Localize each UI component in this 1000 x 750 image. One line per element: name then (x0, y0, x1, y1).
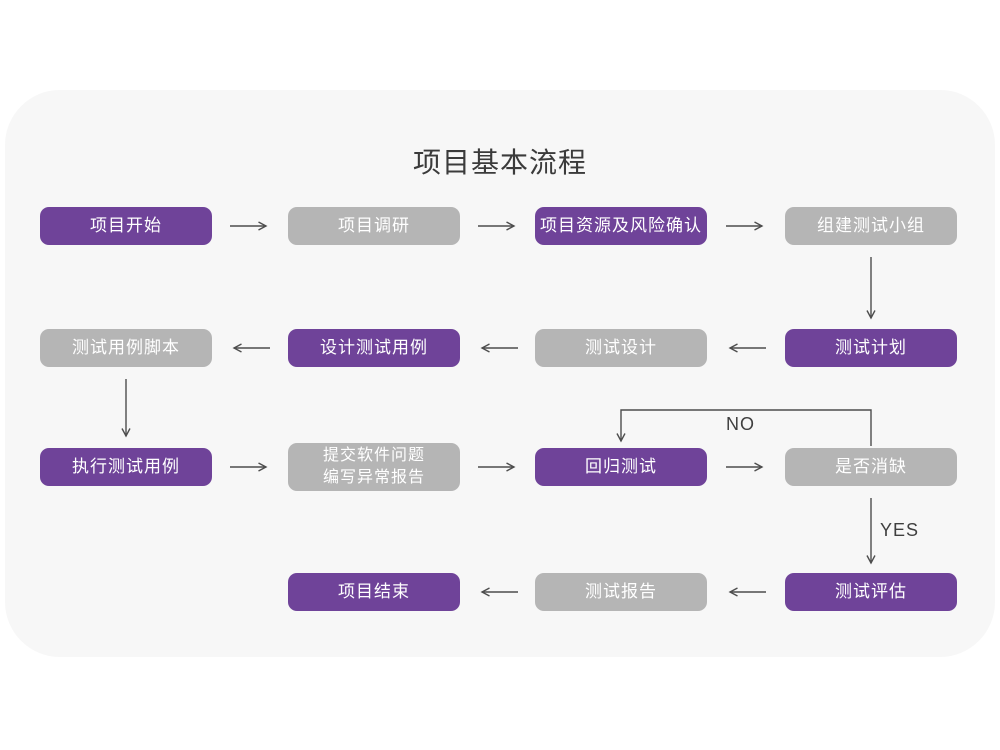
node-label: 组建测试小组 (817, 215, 925, 235)
node-label: 测试评估 (835, 581, 907, 601)
page-title: 项目基本流程 (412, 147, 587, 178)
node-test-design: 测试设计 (535, 329, 707, 367)
node-label: 测试设计 (585, 337, 657, 357)
node-build-test-team: 组建测试小组 (785, 207, 957, 245)
node-project-start: 项目开始 (40, 207, 212, 245)
node-test-plan: 测试计划 (785, 329, 957, 367)
flowchart-card (5, 90, 995, 657)
node-test-case-script: 测试用例脚本 (40, 329, 212, 367)
node-label-line2: 编写异常报告 (322, 469, 425, 486)
node-label: 项目调研 (338, 215, 410, 235)
node-test-evaluation: 测试评估 (785, 573, 957, 611)
node-label: 项目资源及风险确认 (540, 215, 702, 235)
node-submit-issue-report: 提交软件问题 编写异常报告 (288, 443, 460, 491)
node-label: 测试用例脚本 (72, 337, 180, 357)
node-defect-resolved: 是否消缺 (785, 448, 957, 486)
edge-label-yes: YES (880, 520, 920, 540)
node-project-end: 项目结束 (288, 573, 460, 611)
node-label: 是否消缺 (835, 456, 907, 476)
node-label: 测试报告 (585, 581, 657, 601)
edge-label-no: NO (726, 414, 755, 434)
node-test-report: 测试报告 (535, 573, 707, 611)
node-regression-test: 回归测试 (535, 448, 707, 486)
node-resource-risk-confirm: 项目资源及风险确认 (535, 207, 707, 245)
node-label: 执行测试用例 (72, 456, 180, 476)
node-design-test-cases: 设计测试用例 (288, 329, 460, 367)
node-project-research: 项目调研 (288, 207, 460, 245)
node-execute-test-cases: 执行测试用例 (40, 448, 212, 486)
node-label: 测试计划 (835, 337, 907, 357)
node-label-line1: 提交软件问题 (322, 447, 425, 464)
node-label: 项目结束 (338, 581, 410, 601)
node-label: 项目开始 (90, 215, 162, 235)
node-label: 设计测试用例 (320, 337, 428, 357)
node-label: 回归测试 (585, 456, 657, 476)
